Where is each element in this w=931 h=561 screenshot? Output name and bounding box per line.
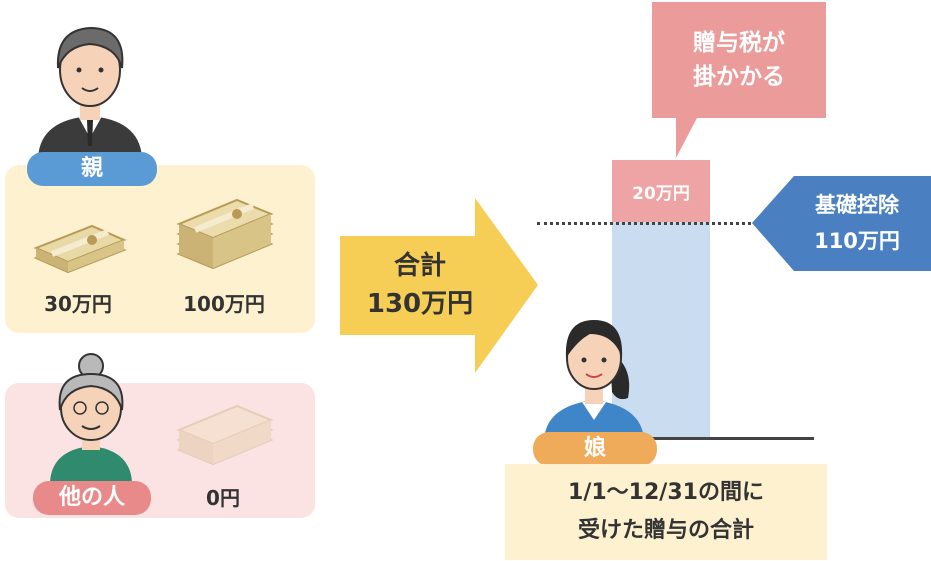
tax-callout: 贈与税が 掛かかる [652,2,826,118]
total-arrow-shape [340,198,538,373]
deduction-line2: 110万円 [814,229,900,253]
daughter-badge: 娘 [533,432,657,466]
caption-line1: 1/1～12/31の間に [568,480,764,505]
gift-bar-base [612,222,710,439]
total-arrow-label: 合計 130万円 [340,240,500,330]
money-stack-icon [176,198,274,270]
callout-tail [676,116,698,158]
callout-line1: 贈与税が [693,30,785,56]
caption-line2: 受けた贈与の合計 [577,518,754,543]
excess-amount: 20万円 [632,183,690,204]
deduction-arrow-shape [752,176,931,271]
deduction-line1: 基礎控除 [815,193,899,217]
parent-badge: 親 [27,152,157,186]
grandmother-icon [50,353,132,482]
total-label: 合計 [393,251,446,281]
money-stack-icon [176,404,274,466]
other-amount: 0円 [206,486,240,510]
money-stack-icon [33,224,127,274]
parent-amount-2: 100万円 [183,292,265,316]
caption-panel: 1/1～12/31の間に 受けた贈与の合計 [505,464,827,560]
father-icon [38,26,142,158]
parent-amount-1: 30万円 [44,292,112,316]
deduction-label: 基礎控除 110万円 [792,180,922,266]
baseline [612,437,814,440]
total-amount: 130万円 [366,289,474,319]
other-badge: 他の人 [33,481,151,515]
daughter-icon [544,320,644,440]
threshold-dotted-line [537,222,757,225]
callout-line2: 掛かかる [693,64,785,90]
gift-bar-excess: 20万円 [612,160,710,222]
